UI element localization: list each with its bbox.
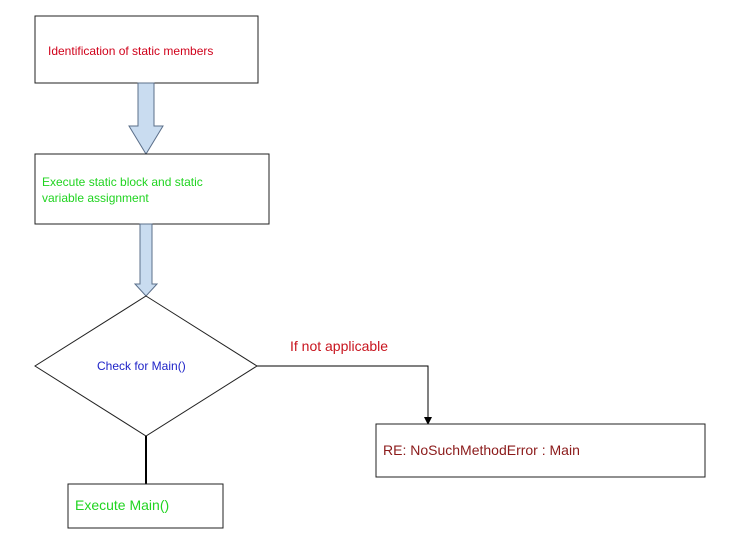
not-applicable-connector	[257, 365, 432, 425]
identify-static-label: Identification of static members	[48, 44, 213, 58]
execute-static-box	[34, 153, 270, 225]
execute-static-label-line1: Execute static block and static	[42, 175, 203, 189]
execute-static-label-line2: variable assignment	[42, 191, 149, 205]
error-label: RE: NoSuchMethodError : Main	[383, 442, 580, 458]
check-main-label: Check for Main()	[97, 359, 186, 373]
error-box	[375, 423, 706, 478]
block-arrow-2	[133, 223, 159, 297]
block-arrow-1	[128, 82, 164, 155]
execute-main-label: Execute Main()	[75, 497, 169, 513]
not-applicable-label: If not applicable	[290, 338, 388, 354]
execute-main-box	[67, 483, 224, 529]
identify-static-box	[34, 15, 259, 84]
